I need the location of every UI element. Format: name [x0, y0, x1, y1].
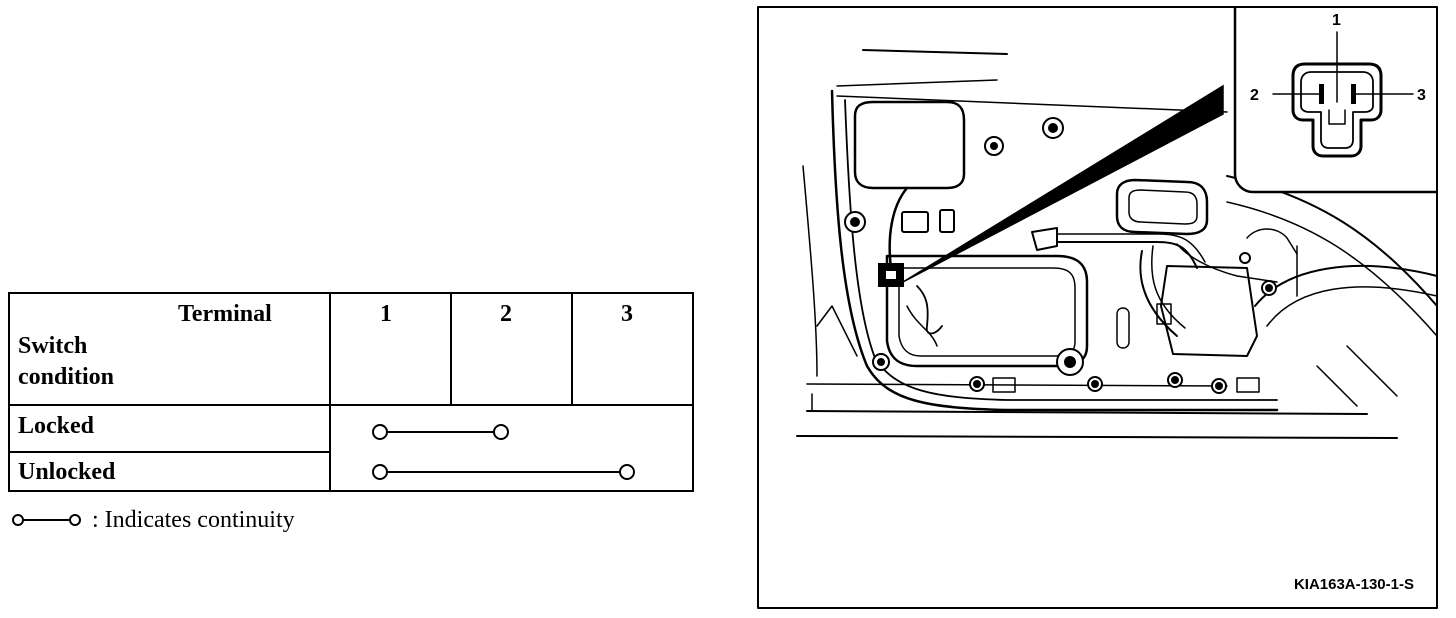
connector-inset: [1233, 6, 1438, 194]
table-border: [8, 292, 694, 492]
connector-body: [1291, 62, 1383, 158]
door-lock-switch-figure: 1 2 3 KIA163A-130-1-S: [757, 6, 1438, 609]
terminal-1-header: 1: [380, 301, 392, 327]
switch-location: [878, 263, 904, 287]
continuity-locked: [372, 424, 509, 440]
figure-frame: [757, 6, 1438, 609]
continuity-symbol-icon: [12, 514, 81, 526]
figure-code: KIA163A-130-1-S: [1293, 576, 1414, 593]
legend-text: : Indicates continuity: [92, 507, 295, 533]
header-terminal: Terminal: [178, 301, 272, 327]
header-condition: condition: [18, 364, 115, 390]
door-outline: [830, 89, 1279, 412]
terminal-2-pin: [1319, 84, 1324, 104]
pin-label-1: 1: [1332, 12, 1341, 29]
row-label-unlocked: Unlocked: [18, 459, 116, 485]
terminal-2-header: 2: [500, 301, 512, 327]
pin-label-3: 3: [1417, 87, 1426, 104]
pin-label-2: 2: [1250, 87, 1259, 104]
header-switch: Switch: [18, 333, 88, 359]
terminal-3-pin: [1351, 84, 1356, 104]
door-panel-drawing: [757, 6, 1438, 609]
continuity-unlocked: [372, 464, 635, 480]
continuity-table: Terminal Switch condition 1 2 3 Locked U…: [8, 292, 694, 492]
table-grid: [8, 292, 694, 492]
terminal-3-header: 3: [621, 301, 633, 327]
callout-pointer: [902, 84, 1224, 283]
row-label-locked: Locked: [18, 413, 95, 439]
